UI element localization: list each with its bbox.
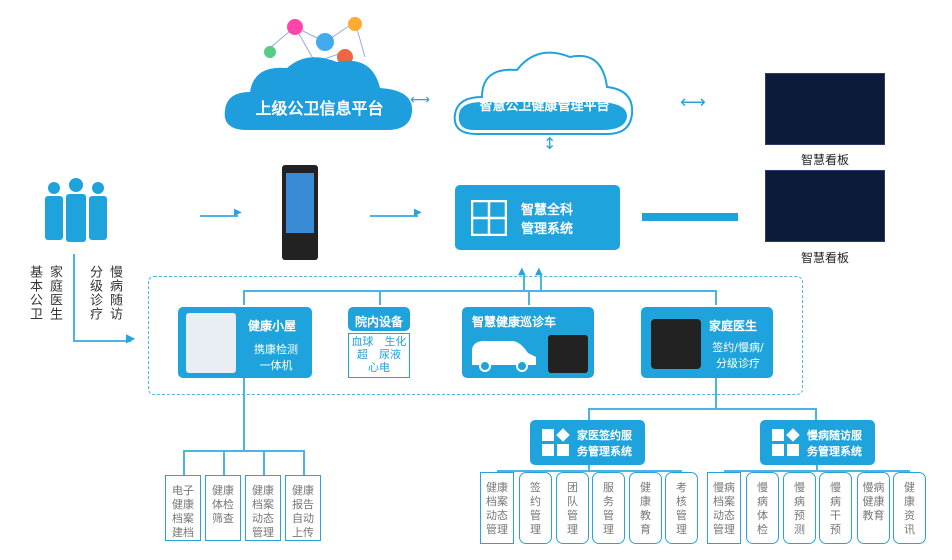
hospital-title: 院内设备 <box>354 315 403 329</box>
kiosk-image <box>282 165 318 260</box>
hospital-equipment-header[interactable]: 院内设备 <box>348 307 410 331</box>
chronic-child[interactable]: 慢病档案动态管理 <box>707 472 741 544</box>
bidirectional-arrow-icon: ⟷ <box>410 92 431 108</box>
dashboard-label-1: 智慧看板 <box>800 153 849 167</box>
chronic-child[interactable]: 慢病健康教育 <box>857 472 890 544</box>
van-icon <box>472 341 536 372</box>
upper-platform-label[interactable]: 上级公卫信息平台 <box>255 99 384 118</box>
doctor-title: 家庭医生 <box>709 319 758 333</box>
chronic-child[interactable]: 慢病干预 <box>819 472 852 544</box>
label-chronic-followup: 慢病随访 <box>107 265 122 321</box>
smart-platform-label[interactable]: 智慧公卫健康管理平台 <box>479 99 610 114</box>
bidirectional-arrow-icon: ⟷ <box>680 92 706 113</box>
sign-child[interactable]: 考核管理 <box>665 472 698 544</box>
system-title-line2: 管理系统 <box>521 221 574 237</box>
sign-title2: 务管理系统 <box>577 444 632 458</box>
sign-child[interactable]: 团队管理 <box>556 472 589 544</box>
dashboard-connector <box>642 213 738 221</box>
dashboard-screen-2 <box>765 170 885 242</box>
hut-child[interactable]: 健康体检筛查 <box>205 475 241 541</box>
vehicle-title: 智慧健康巡诊车 <box>472 315 557 329</box>
portable-device-image <box>548 335 588 373</box>
terminal-group <box>148 276 803 395</box>
system-title-line1: 智慧全科 <box>521 202 574 218</box>
sign-child[interactable]: 健康档案动态管理 <box>480 472 514 544</box>
label-family-doctor: 家庭医生 <box>47 265 62 321</box>
health-hut-box[interactable]: 健康小屋 携康检测一体机 <box>178 307 312 378</box>
vertical-bidirectional-arrow-icon: ↕ <box>543 134 557 153</box>
modules-icon <box>772 428 800 456</box>
doctor-sub1: 签约/慢病/ <box>712 341 764 354</box>
chronic-title2: 务管理系统 <box>807 444 862 458</box>
sign-service-system-box[interactable]: 家医签约服务管理系统 <box>530 420 645 465</box>
arrow-right-icon: ▶ <box>234 207 242 218</box>
dashboard-label-2: 智慧看板 <box>800 251 849 265</box>
hospital-item: 血球 生化 <box>351 335 407 348</box>
dashboard-screen-1 <box>765 73 885 145</box>
chronic-child[interactable]: 健康资讯 <box>893 472 926 544</box>
sign-child[interactable]: 签约管理 <box>519 472 552 544</box>
arrow-up-icon: ▲ <box>518 266 526 277</box>
mobile-clinic-box[interactable]: 智慧健康巡诊车 <box>462 307 594 378</box>
hut-child[interactable]: 电子健康档案建档 <box>165 475 201 541</box>
label-tiered-diagnosis: 分级诊疗 <box>87 265 102 321</box>
people-icon <box>45 178 107 242</box>
sign-child[interactable]: 健康教育 <box>629 472 662 544</box>
doctor-sub2: 分级诊疗 <box>716 357 760 370</box>
hospital-item: 超 尿液 <box>357 348 401 361</box>
arrow-right-icon: ▶ <box>126 331 136 345</box>
hut-sub1: 携康检测 <box>254 343 298 356</box>
upper-platform-cloud <box>224 57 413 131</box>
chronic-title1: 慢病随访服 <box>807 428 862 442</box>
arrow-up-icon: ▲ <box>535 266 543 277</box>
hospital-item: 心电 <box>368 361 390 374</box>
hospital-equipment-list: 血球 生化超 尿液心电 <box>348 333 410 378</box>
health-kiosk-image <box>186 313 236 373</box>
sign-child[interactable]: 服务管理 <box>592 472 625 544</box>
family-doctor-box[interactable]: 家庭医生 签约/慢病/分级诊疗 <box>641 307 773 378</box>
smart-platform-cloud <box>453 51 634 135</box>
sign-title1: 家医签约服 <box>577 428 632 442</box>
chronic-child[interactable]: 慢病体检 <box>746 472 779 544</box>
label-basic-public-health: 基本公卫 <box>27 265 42 321</box>
medical-kit-image <box>651 319 701 369</box>
grid-icon <box>471 199 507 236</box>
hut-sub2: 一体机 <box>259 359 293 372</box>
hut-child[interactable]: 健康报告自动上传 <box>285 475 321 541</box>
chronic-child[interactable]: 慢病预测 <box>783 472 816 544</box>
chronic-service-system-box[interactable]: 慢病随访服务管理系统 <box>760 420 875 465</box>
general-practice-system-box[interactable]: 智慧全科管理系统 <box>455 185 620 250</box>
arrow-right-icon: ▶ <box>414 207 422 218</box>
hut-title: 健康小屋 <box>248 319 297 333</box>
hut-child[interactable]: 健康档案动态管理 <box>245 475 281 541</box>
modules-icon <box>542 428 570 456</box>
